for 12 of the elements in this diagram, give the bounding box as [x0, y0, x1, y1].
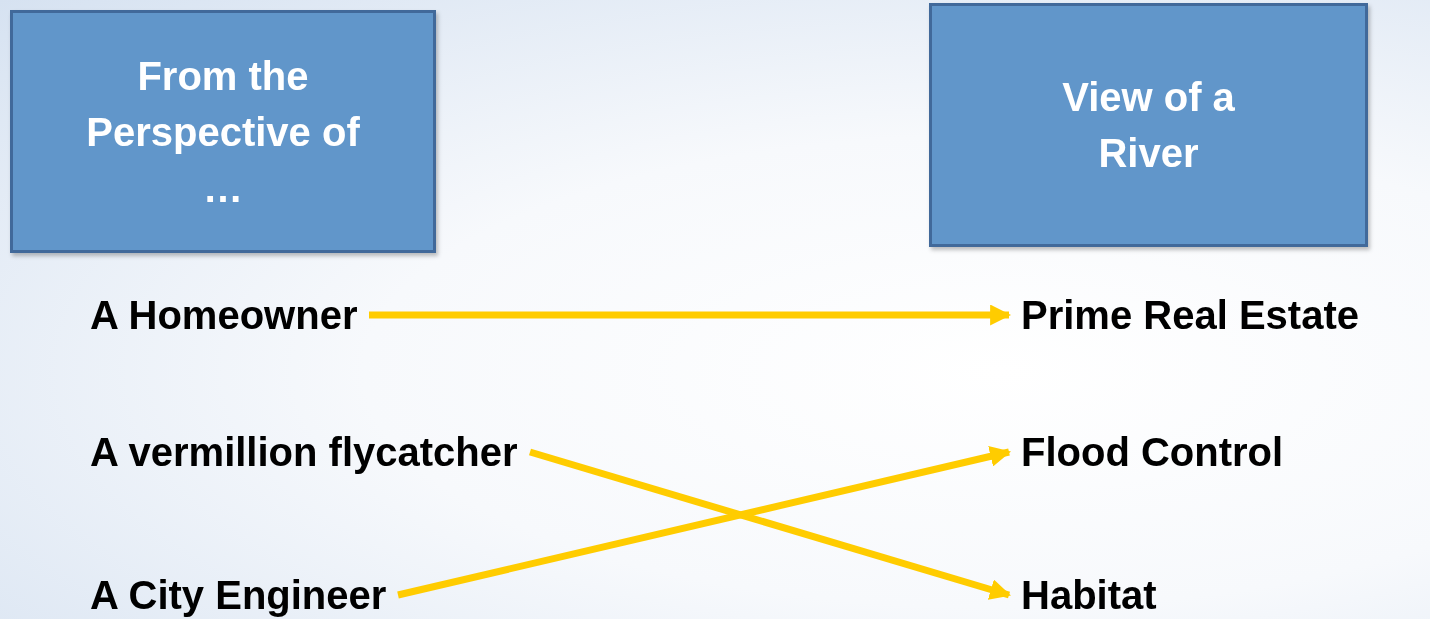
term-label: A Homeowner [90, 293, 358, 337]
header-box [10, 10, 436, 253]
header-box [929, 3, 1368, 247]
term-label: A vermillion flycatcher [90, 430, 518, 474]
term-label: Prime Real Estate [1021, 293, 1359, 337]
term-label: A City Engineer [90, 573, 387, 617]
arrow [397, 446, 1012, 599]
term-label: Flood Control [1021, 430, 1284, 474]
header-text: View of a River [1061, 74, 1236, 177]
term-label: Habitat [1021, 573, 1157, 617]
header-text: From the Perspective of … [85, 52, 361, 212]
arrow [529, 448, 1011, 600]
